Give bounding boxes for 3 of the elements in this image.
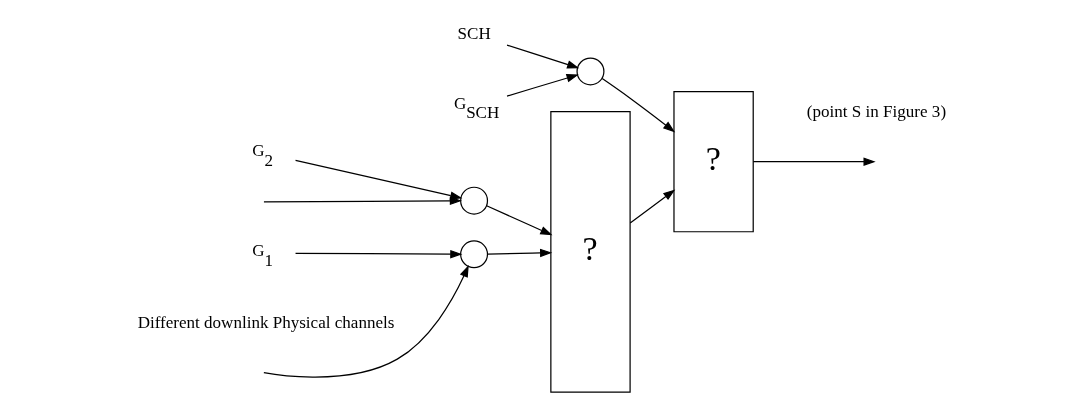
label: (point S in Figure 3): [806, 102, 947, 122]
node-text: SCH: [457, 24, 491, 44]
label: Different downlink Physical channels: [137, 313, 395, 333]
